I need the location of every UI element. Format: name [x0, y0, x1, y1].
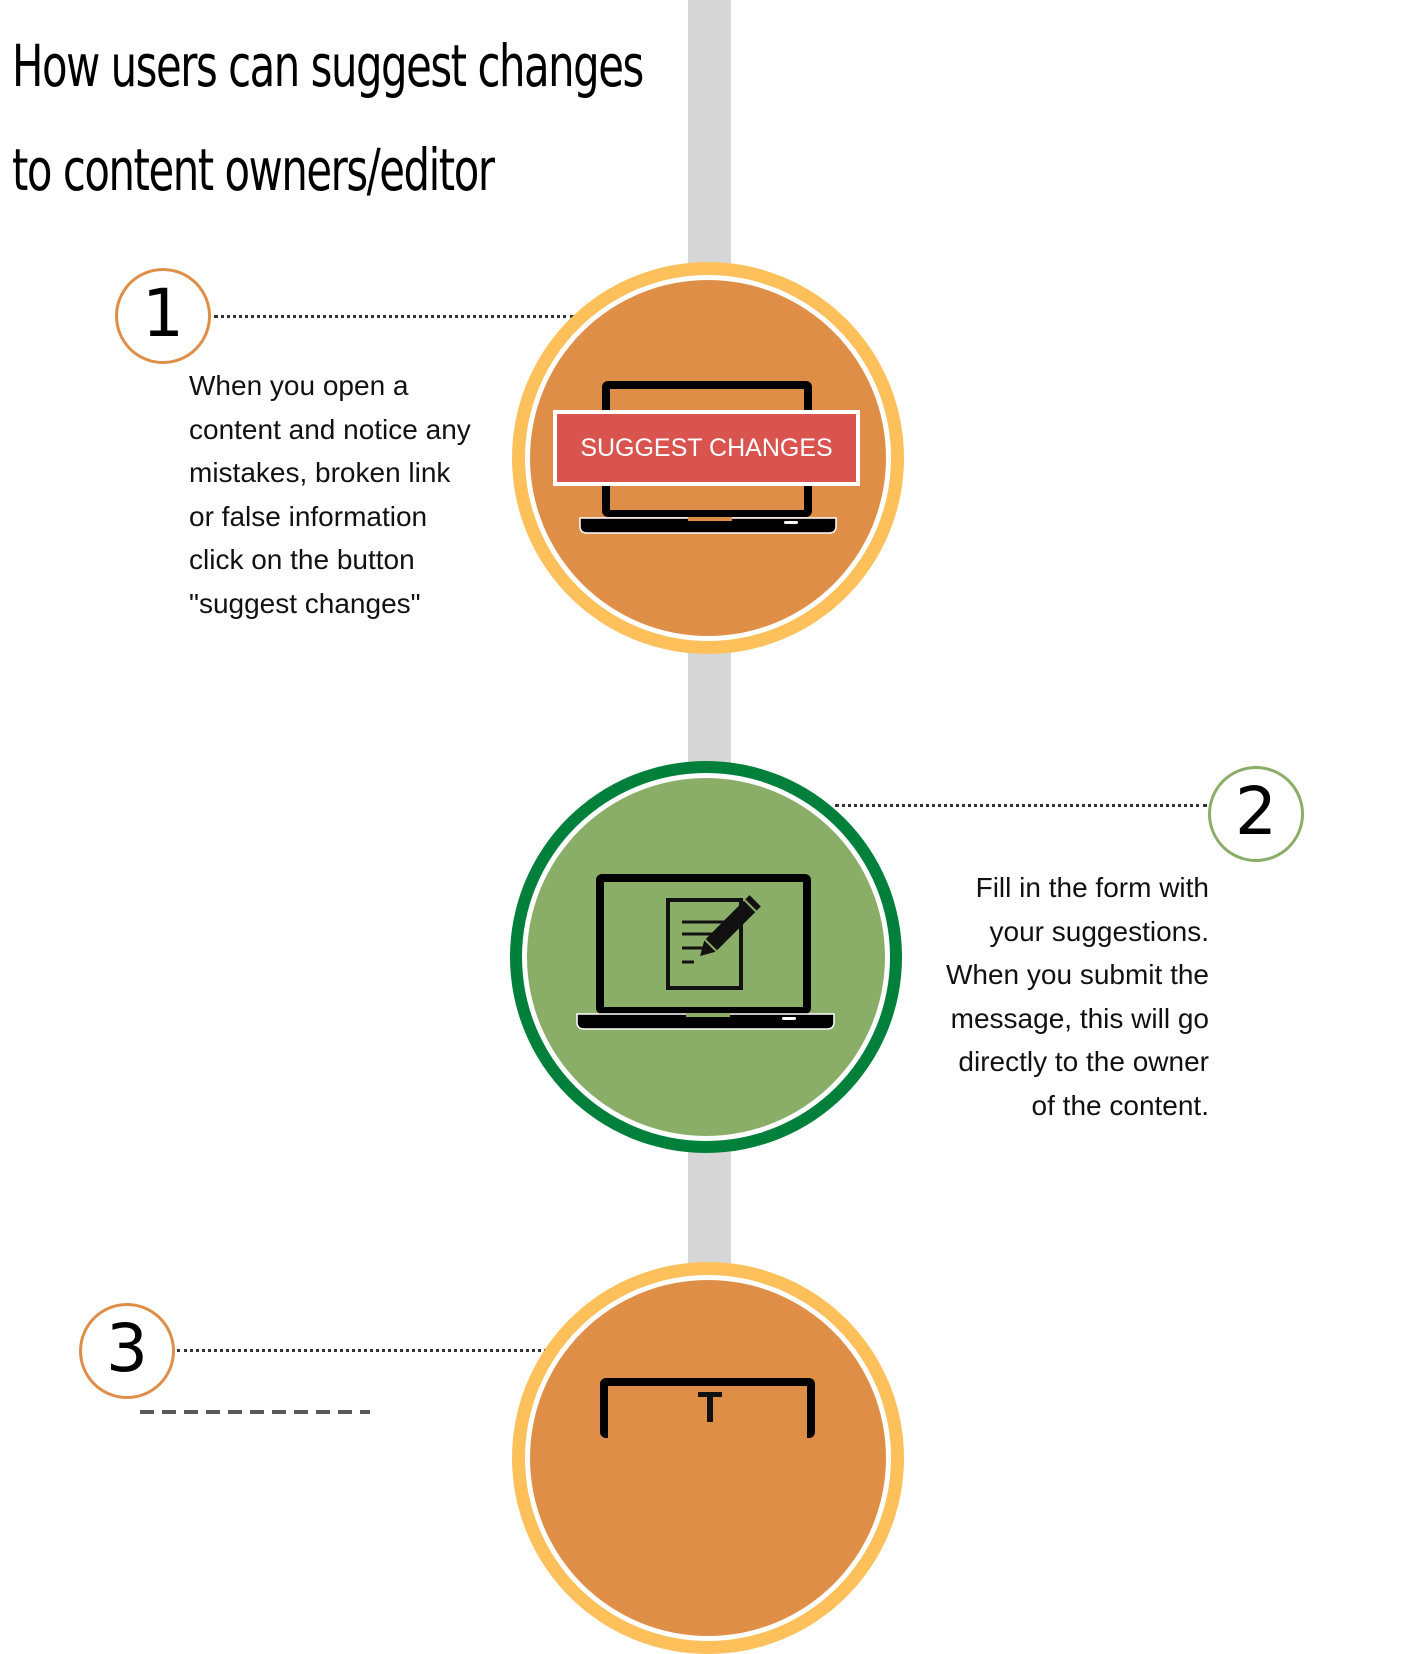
step-2-line-1: Fill in the form with [975, 872, 1209, 903]
step-1-line-6: "suggest changes" [189, 587, 421, 619]
step-3-description-fragment [140, 1404, 390, 1414]
step-3-number-badge: 3 [79, 1303, 175, 1399]
step-2-line-5: directly to the owner [958, 1046, 1209, 1077]
laptop-form-edit-icon [576, 874, 835, 1030]
page-title: How users can suggest changes to content … [12, 14, 702, 222]
step-1-description: When you open a content and notice any m… [189, 364, 519, 625]
step-1-number: 1 [142, 275, 184, 352]
step-1-line-1: When you open a [189, 370, 409, 401]
suggest-changes-button[interactable]: SUGGEST CHANGES [553, 410, 860, 486]
step-1-number-badge: 1 [115, 268, 211, 364]
step-2-line-6: of the content. [1031, 1089, 1209, 1121]
suggest-changes-label: SUGGEST CHANGES [557, 414, 856, 482]
title-line-2: to content owners/editor [12, 136, 495, 204]
step-1-line-3: mistakes, broken link [189, 457, 451, 488]
step-3-circle [512, 1262, 904, 1654]
step-3-number: 3 [106, 1310, 148, 1387]
step-2-number: 2 [1235, 773, 1277, 850]
step-1-line-4: or false information [189, 500, 428, 532]
step-2-line-2: your suggestions. [989, 915, 1209, 947]
timeline-bar [688, 0, 731, 1414]
step-2-line-4: message, this will go [950, 1002, 1209, 1034]
laptop-text-cursor-icon [600, 1378, 815, 1446]
step-2-line-3: When you submit the [945, 959, 1209, 990]
step-3-connector [177, 1349, 547, 1352]
step-2-description: Fill in the form with your suggestions. … [880, 866, 1209, 1127]
step-1-line-5: click on the button [189, 544, 415, 575]
title-line-1: How users can suggest changes [12, 32, 644, 100]
step-1-connector [214, 315, 574, 318]
step-1-line-2: content and notice any [189, 413, 471, 445]
step-2-number-badge: 2 [1208, 766, 1304, 862]
step-2-connector [835, 804, 1207, 807]
